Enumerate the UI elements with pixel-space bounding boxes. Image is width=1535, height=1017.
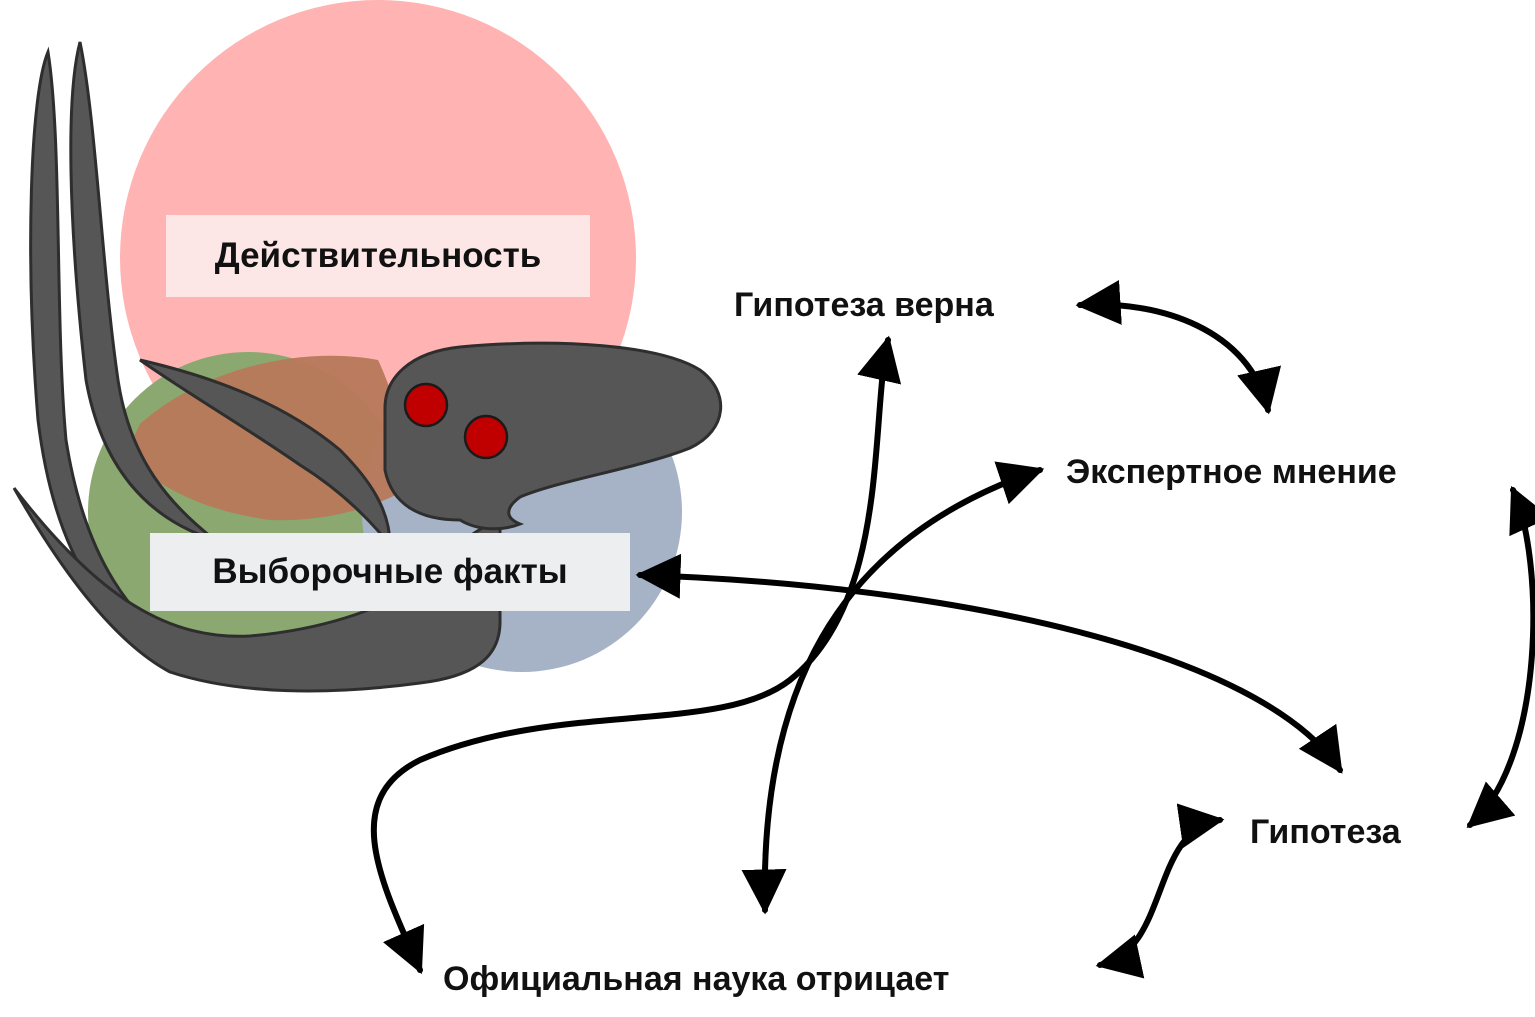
reality-label-box [166,215,590,297]
arrow-truth-expert [1075,280,1282,415]
sample-facts-label: Выборочные факты [212,552,568,591]
creature-eye-right [463,414,509,460]
arrow-expert-denies [741,461,1045,915]
arrow-facts-hypothesis [635,553,1343,774]
expert-opinion-label: Экспертное мнение [1066,453,1397,491]
arrow-expert-hypothesis [1466,485,1535,828]
arrow-hypothesis-denies [1095,803,1225,979]
hypothesis-true-label: Гипотеза верна [734,286,994,324]
hypothesis-label: Гипотеза [1250,813,1401,851]
official-science-denies-label: Официальная наука отрицает [443,960,950,998]
creature-eye-left [403,382,449,428]
reality-label: Действительность [214,236,542,275]
